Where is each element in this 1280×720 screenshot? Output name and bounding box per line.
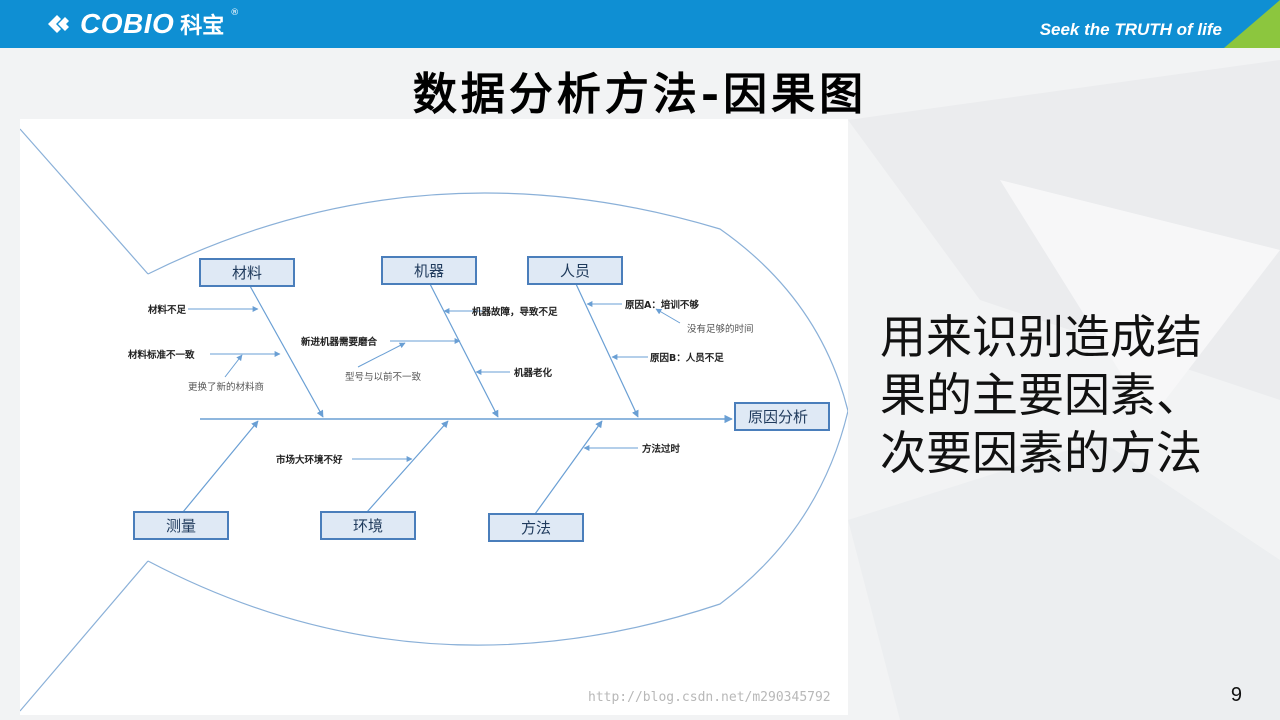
head-label: 原因分析	[748, 408, 808, 426]
slogan: Seek the TRUTH of life	[1039, 20, 1222, 39]
category-box-machine	[381, 256, 477, 285]
category-label-method: 方法	[521, 519, 551, 537]
cause-machine-new: 新进机器需要磨合	[301, 336, 378, 348]
watermark: http://blog.csdn.net/m290345792	[588, 690, 831, 705]
rib-environment	[366, 420, 449, 513]
category-box-method	[488, 513, 584, 542]
arrow-material-note	[224, 354, 243, 378]
category-box-material	[199, 258, 295, 287]
cause-people-note: 没有足够的时间	[687, 323, 754, 335]
category-label-people: 人员	[560, 262, 590, 280]
slide-title: 数据分析方法-因果图	[412, 69, 868, 120]
category-box-people	[527, 256, 623, 285]
cause-machine-note: 型号与以前不一致	[345, 371, 422, 383]
logo-text: COBIO	[80, 8, 175, 39]
fish-body-top	[147, 192, 848, 412]
green-corner-accent	[1224, 0, 1280, 48]
category-label-environment: 环境	[353, 517, 383, 535]
cause-method-1: 方法过时	[642, 443, 681, 455]
logo-cn-text: 科宝	[180, 14, 225, 39]
logo-registered-mark: ®	[230, 8, 240, 18]
arrow-people-note	[655, 308, 681, 324]
fish-tail-top	[20, 128, 149, 275]
rib-measure	[182, 420, 259, 513]
cause-machine-aging: 机器老化	[514, 367, 553, 379]
cause-material-2: 材料标准不一致	[127, 349, 195, 361]
fish-body-bottom	[147, 410, 848, 646]
description-text: 用来识别造成结果的主要因素、次要因素的方法	[880, 310, 1202, 480]
rib-method	[534, 420, 603, 515]
category-label-measure: 测量	[166, 517, 196, 535]
category-box-environment	[320, 511, 416, 540]
head-box	[734, 402, 830, 431]
cause-env-1: 市场大环境不好	[276, 454, 343, 466]
rib-material	[249, 285, 324, 418]
cause-material-1: 材料不足	[147, 304, 187, 316]
logo-mark-icon	[48, 15, 69, 33]
fishbone-diagram: 材料 机器 人员 测量 环境 方法 原因分析 材料不足 材料标准不一致 更换了新…	[20, 119, 848, 715]
category-label-machine: 机器	[414, 262, 444, 280]
page-number: 9	[1230, 684, 1242, 706]
arrow-machine-note	[357, 342, 406, 368]
fishbone-svg: 材料 机器 人员 测量 环境 方法 原因分析 材料不足 材料标准不一致 更换了新…	[20, 128, 848, 712]
cause-material-note: 更换了新的材料商	[188, 381, 264, 393]
rib-machine	[429, 283, 499, 418]
header-bar	[0, 0, 1280, 48]
category-label-material: 材料	[232, 264, 262, 282]
fish-tail-bottom	[20, 560, 149, 712]
cause-people-b: 原因B：人员不足	[650, 352, 724, 364]
category-box-measure	[133, 511, 229, 540]
cause-machine-fault: 机器故障，导致不足	[472, 306, 558, 318]
company-logo: COBIO 科宝 ®	[44, 8, 239, 40]
rib-people	[575, 283, 639, 418]
cause-people-a: 原因A：培训不够	[625, 299, 699, 311]
